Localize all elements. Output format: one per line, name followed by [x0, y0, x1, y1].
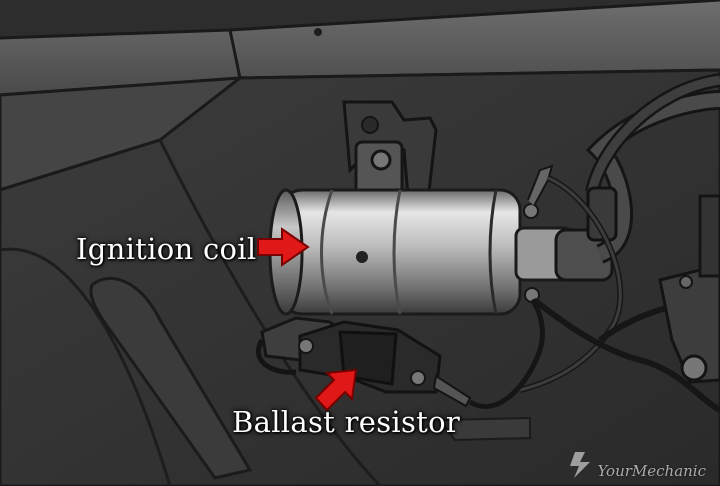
- ballast-resistor-label: Ballast resistor: [232, 405, 461, 439]
- ignition-coil-label: Ignition coil: [76, 232, 257, 266]
- right-arrow-icon: [257, 227, 310, 267]
- watermark: YourMechanic: [597, 462, 706, 480]
- panel-rib: [89, 276, 253, 480]
- up-right-arrow-icon: [314, 368, 358, 412]
- hood-panel: [0, 0, 720, 95]
- right-nut: [680, 354, 708, 382]
- bolt-icon: [570, 452, 590, 478]
- bracket-bolt: [370, 149, 392, 171]
